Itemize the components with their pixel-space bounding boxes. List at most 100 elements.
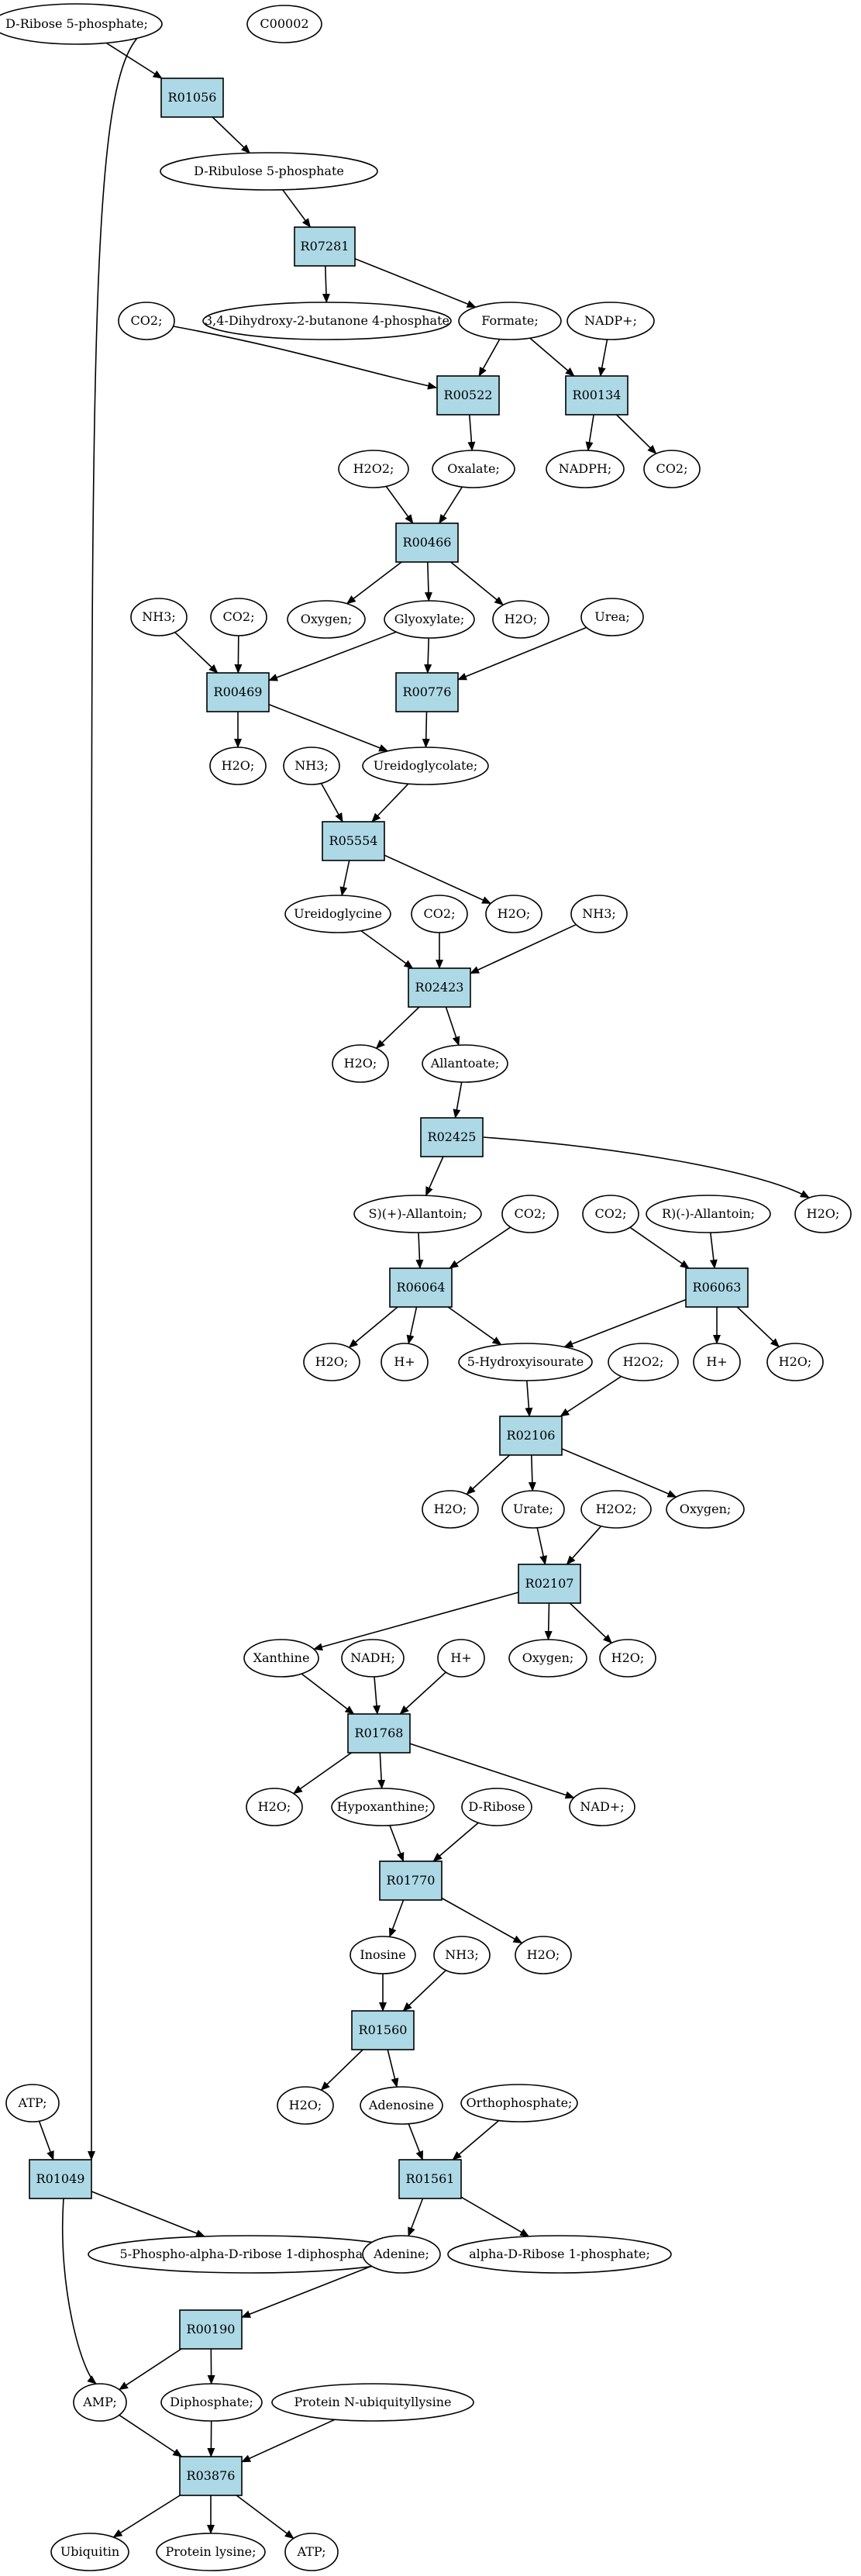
- edge-R06064-to-hiu: [447, 1306, 502, 1346]
- node-shape: [29, 2159, 92, 2199]
- node-label: Urea;: [594, 609, 630, 624]
- node-label: Ureidoglycine: [294, 906, 382, 921]
- compound-node-oxygen-b: Oxygen;: [666, 1490, 745, 1529]
- node-shape: [565, 375, 629, 416]
- compound-node-r-allantoin: R)(-)-Allantoin;: [646, 1195, 771, 1233]
- node-shape: [567, 302, 655, 340]
- node-label: R05554: [329, 833, 378, 848]
- edge-start-to-R01056: [105, 42, 163, 79]
- compound-node-r1p: alpha-D-Ribose 1-phosphate;: [447, 2235, 672, 2274]
- edge-R02425-to-h2o_e: [483, 1136, 810, 1198]
- node-shape: [447, 2235, 672, 2274]
- node-label: NH3;: [142, 609, 176, 624]
- compound-node-h2o-l: H2O;: [277, 2086, 334, 2125]
- node-shape: [422, 1044, 508, 1083]
- edge-R00469-to-ureidoglycolate: [268, 703, 389, 752]
- compound-node-diphosphate: Diphosphate;: [160, 2383, 263, 2422]
- node-label: H2O;: [779, 1354, 812, 1369]
- node-shape: [350, 1936, 416, 1974]
- edge-R02106-to-h2o_h: [466, 1454, 511, 1495]
- node-label: NADH;: [350, 1650, 395, 1665]
- reaction-node-r00522: R00522: [436, 375, 500, 416]
- edge-R06064-to-hplus_a: [406, 1306, 418, 1345]
- node-label: R00469: [214, 685, 263, 699]
- edge-R03876-to-ubiquitin: [112, 2495, 181, 2538]
- node-shape: [351, 2010, 415, 2050]
- node-shape: [501, 1195, 559, 1233]
- edge-oxalate-to-R00466: [439, 486, 463, 524]
- node-label: R01560: [359, 2023, 408, 2037]
- reaction-node-r02106: R02106: [499, 1416, 563, 1456]
- compound-node-h2o-h: H2O;: [422, 1490, 479, 1529]
- edge-ru5p-to-R07281: [282, 189, 312, 228]
- edge-R01561-to-adenine: [408, 2198, 424, 2237]
- node-label: R00776: [403, 685, 452, 699]
- edge-urate-to-R02107: [536, 1527, 548, 1565]
- node-shape: [794, 1195, 852, 1233]
- compound-node-urea: Urea;: [580, 598, 644, 636]
- edge-nh3_a-to-R00469: [174, 632, 219, 674]
- compound-node-oxalate: Oxalate;: [432, 450, 515, 488]
- edge-atp_a-to-R01049: [38, 2120, 54, 2160]
- edge-R07281-to-dhbp: [322, 265, 330, 303]
- node-label: H2O;: [611, 1650, 645, 1665]
- edge-R00190-to-amp: [119, 2348, 182, 2391]
- compound-node-co2-c: CO2;: [210, 598, 267, 636]
- node-label: H2O;: [222, 758, 255, 773]
- edge-d_ribose-to-R01770: [432, 1822, 479, 1862]
- compound-node-hiu: 5-Hydroxyisourate: [458, 1343, 593, 1381]
- compound-node-glyoxylate: Glyoxylate;: [384, 600, 475, 639]
- edge-nh3_b-to-R05554: [320, 783, 343, 822]
- reaction-node-r01768: R01768: [347, 1713, 411, 1754]
- node-shape: [646, 1195, 771, 1233]
- compound-node-pnub: Protein N-ubiquityllysine: [271, 2383, 474, 2422]
- compound-node-oxygen-a: Oxygen;: [287, 600, 366, 639]
- edge-R02425-to-s_allantoin: [425, 1156, 444, 1197]
- edge-R01056-to-ru5p: [212, 116, 251, 154]
- node-shape: [582, 1195, 639, 1233]
- compound-node-co2-e: CO2;: [501, 1195, 559, 1233]
- node-label: D-Ribose 5-phosphate;: [5, 16, 148, 31]
- compound-node-urate: Urate;: [501, 1490, 565, 1529]
- compound-node-h2o-b: H2O;: [209, 747, 267, 785]
- edge-ureidoglycolate-to-R05554: [371, 783, 409, 822]
- node-label: NH3;: [294, 758, 329, 773]
- compound-node-hplus-a: H+: [381, 1343, 429, 1381]
- reaction-node-r01560: R01560: [351, 2010, 415, 2050]
- node-shape: [411, 895, 468, 933]
- node-label: R00522: [444, 388, 493, 402]
- compound-node-s-allantoin: S)(+)-Allantoin;: [353, 1195, 482, 1233]
- node-label: R07281: [301, 239, 350, 253]
- compound-node-nadh: NADH;: [341, 1639, 405, 1678]
- reaction-node-r06063: R06063: [685, 1267, 749, 1308]
- edge-R00466-to-h2o_a: [450, 561, 505, 606]
- node-label: R02106: [507, 1428, 556, 1443]
- edge-R01049-to-amp: [61, 2198, 97, 2385]
- node-label: H2O;: [498, 906, 531, 921]
- compound-node-atp-b: ATP;: [284, 2533, 339, 2571]
- node-label: H2O;: [344, 1056, 377, 1071]
- node-label: CO2;: [656, 461, 688, 476]
- edge-R05554-to-ureidoglycine: [339, 860, 350, 897]
- node-shape: [643, 450, 701, 488]
- edge-start-to-R01049: [88, 33, 142, 2160]
- node-shape: [608, 1343, 679, 1381]
- node-label: NAD+;: [580, 1799, 624, 1814]
- node-label: 3,4-Dihydroxy-2-butanone 4-phosphate: [205, 313, 449, 328]
- node-shape: [179, 2309, 243, 2350]
- node-shape: [458, 1343, 593, 1381]
- node-label: Adenosine: [368, 2098, 434, 2112]
- node-shape: [766, 1343, 824, 1381]
- node-label: H2O2;: [353, 461, 394, 476]
- edge-pnub-to-R03876: [241, 2419, 336, 2463]
- node-label: S)(+)-Allantoin;: [368, 1206, 467, 1221]
- node-shape: [461, 1788, 532, 1826]
- node-shape: [580, 1490, 652, 1529]
- compound-node-co2-a: CO2;: [118, 302, 175, 340]
- reaction-node-r01049: R01049: [29, 2159, 92, 2199]
- node-shape: [599, 1639, 656, 1678]
- node-label: R01049: [36, 2171, 85, 2186]
- node-shape: [322, 821, 385, 861]
- edges-layer: [38, 33, 810, 2540]
- node-label: NADPH;: [559, 461, 612, 476]
